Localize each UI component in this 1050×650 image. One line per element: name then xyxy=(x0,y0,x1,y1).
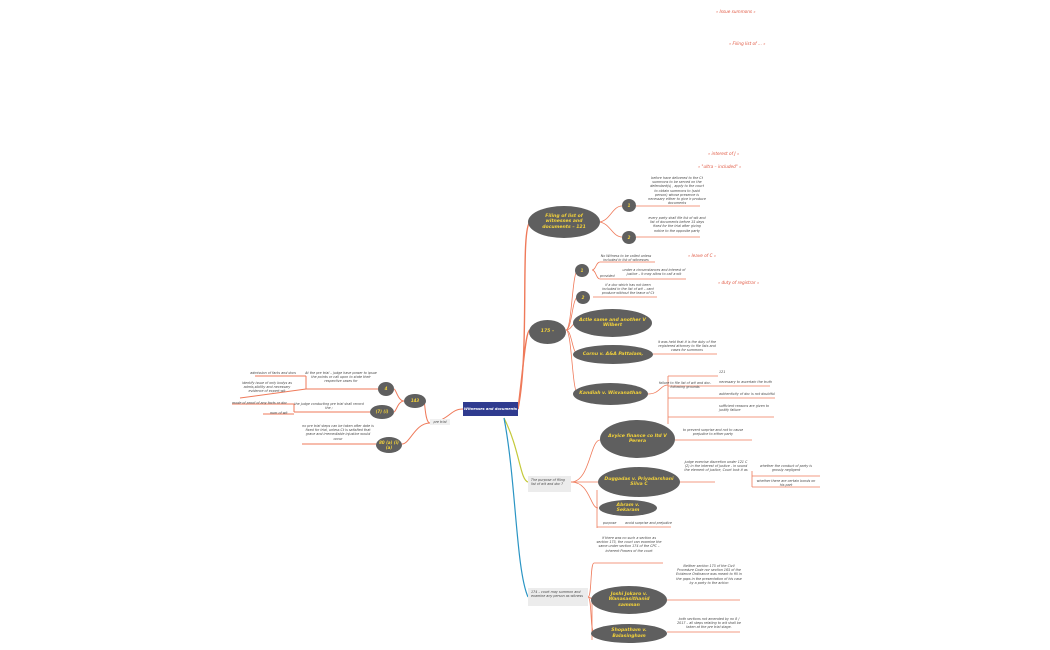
joshi-text: Neither section 175 of the Civil Procedu… xyxy=(676,564,742,585)
175-1-provided: provided xyxy=(600,274,615,278)
ayra-text: to prevent surprise and not to cause pre… xyxy=(682,428,744,437)
root-node[interactable]: Witnesses and documents xyxy=(463,402,518,416)
143-7-num-wit: num of wit xyxy=(270,411,288,415)
floating-ultra-vires: « "ultra – included" » xyxy=(698,164,742,169)
filing-branch-links xyxy=(517,221,531,410)
purpose-branch-links xyxy=(503,417,529,483)
link-icon: « xyxy=(688,254,691,258)
case-attale[interactable]: Actle same and another V Wilbert xyxy=(573,309,652,337)
143-7-text: the judge conducting pre trial shall rec… xyxy=(294,402,364,411)
shopatham-text: both sections not amended by no 8 / 2017… xyxy=(677,617,741,630)
chevron-right-icon: » xyxy=(736,152,740,156)
kandiah-point-4: sufficient reasons are given to justify … xyxy=(719,404,770,413)
case-abram[interactable]: Abram v. Sekaram xyxy=(599,500,657,516)
175-1-text-b: under a circumstances and interest of ju… xyxy=(622,268,686,277)
duggadas-point-2: whether there are certain bonds on his p… xyxy=(756,479,816,488)
80-text: no pre trial steps can be taken after da… xyxy=(302,424,374,441)
floating-duty-of-registrar: « duty of registrar » xyxy=(718,280,760,285)
143-7-mode: mode of proof of any facts or doc xyxy=(232,401,288,405)
floating-filing-list: « Filing list of ... » xyxy=(729,41,766,46)
filing-1-text: before have delivered to the Ct summons … xyxy=(648,176,706,206)
link-icon: « xyxy=(716,10,719,14)
143-4-text: At the pre trial – judge have power to i… xyxy=(305,371,377,384)
link-icon: « xyxy=(708,152,711,156)
chevron-right-icon: » xyxy=(753,10,756,14)
node-174[interactable]: 174 – court may summon and examine any p… xyxy=(528,588,588,606)
kandiah-text: failure to file list of wit and doc- fol… xyxy=(658,381,712,390)
kandiah-point-1: 121 xyxy=(719,370,726,374)
link-icon: « xyxy=(729,42,732,46)
link-icon: « xyxy=(718,281,721,285)
duggadas-text: judge exercise discretion under 121 C (2… xyxy=(684,460,748,473)
175-1-text-a: No Witness to be called unless included … xyxy=(600,254,652,263)
node-175-1[interactable]: 1 xyxy=(575,264,589,277)
case-ayra[interactable]: Avyice finance co ltd V Perera xyxy=(600,420,675,458)
case-joshi[interactable]: Joshi Jokaro v. Wanasasithanid samman xyxy=(591,586,667,614)
143-4-identify: identify issue of only bodys as admis,si… xyxy=(242,381,292,394)
143-4-admission: admission of facts and docs xyxy=(250,371,296,375)
purpose-label: purpose xyxy=(603,521,617,525)
node-143-4[interactable]: 4 xyxy=(378,382,394,396)
node-purpose[interactable]: The purpose of filing list of wit and do… xyxy=(528,476,571,492)
case-kandiah[interactable]: Kandiah v. Wisvanathan xyxy=(573,383,648,405)
node-80[interactable]: 80 (a) (i) (a) xyxy=(376,437,402,453)
duggadas-point-1: whether the conduct of party is grossly … xyxy=(760,464,812,473)
node-143-7[interactable]: (7) (i) xyxy=(370,405,394,419)
174-branch-links xyxy=(503,417,529,598)
node-pretrial[interactable]: pre trial xyxy=(430,419,450,426)
floating-interest-of-j: « interest of J » xyxy=(708,151,740,156)
kandiah-point-2: necessary to ascertain the truth xyxy=(719,380,773,384)
node-143[interactable]: 143 xyxy=(404,394,426,408)
link-icon: « xyxy=(698,165,701,169)
chevron-right-icon: » xyxy=(739,165,742,169)
floating-issue-summons: « Issue summons » xyxy=(716,9,756,14)
node-filing-list[interactable]: Filing of list of witnesses and document… xyxy=(528,206,600,238)
chevron-right-icon: » xyxy=(756,281,760,285)
node-filing-1[interactable]: 1 xyxy=(622,199,636,212)
175-2-text: if a doc which has not been included in … xyxy=(601,283,655,296)
pretrial-branch-links xyxy=(232,375,464,445)
cornu-text: it was held that it is the duty of the r… xyxy=(657,340,717,353)
node-filing-2[interactable]: 2 xyxy=(622,231,636,244)
174-intro: if there was no such a section as sectio… xyxy=(596,536,662,553)
node-175[interactable]: 175 – xyxy=(529,320,566,344)
chevron-right-icon: » xyxy=(713,254,717,258)
chevron-right-icon: » xyxy=(763,42,766,46)
case-cornu[interactable]: Cornu v. A&A Pattalam, xyxy=(573,345,653,364)
floating-leave-of-c: « leave of C » xyxy=(688,253,717,258)
kandiah-point-3: authenticity of doc is not doubtful xyxy=(719,392,775,396)
case-shopatham[interactable]: Shopatham v. Balasingham xyxy=(591,624,667,643)
purpose-text: avoid surprise and prejudice xyxy=(625,521,672,525)
node-175-2[interactable]: 2 xyxy=(576,291,590,304)
case-duggadas[interactable]: Duggadas v. Priyadarshani Silva C xyxy=(598,467,680,497)
filing-2-text: every party shall file list of wit and l… xyxy=(648,216,706,233)
